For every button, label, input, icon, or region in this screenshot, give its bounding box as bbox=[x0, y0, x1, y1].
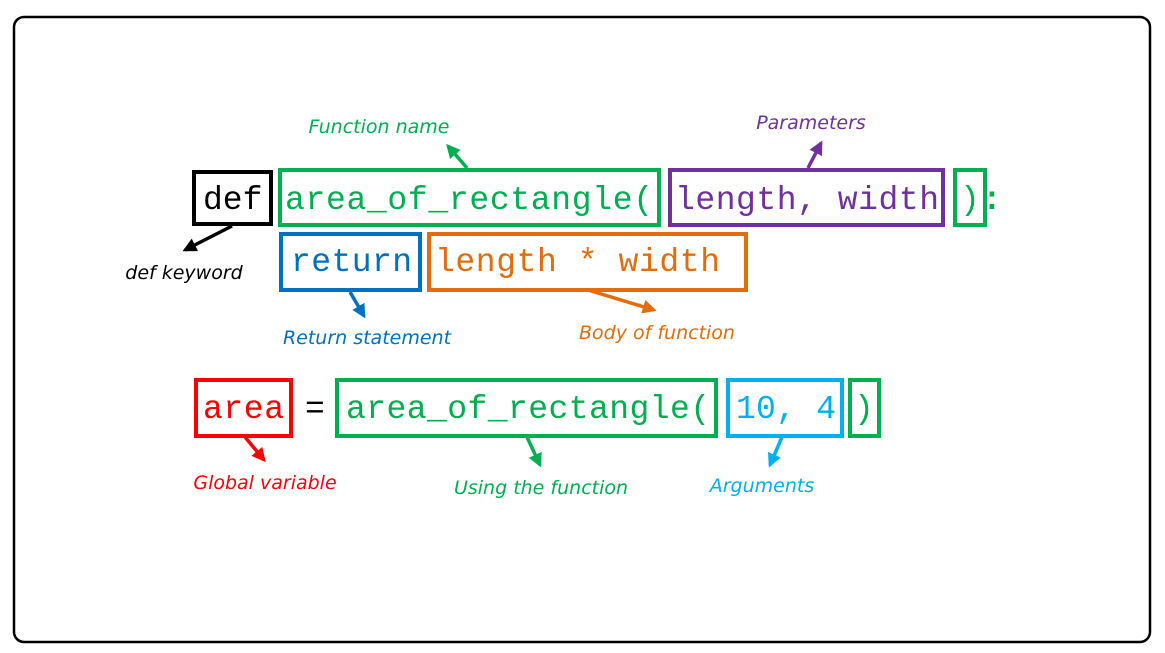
frame bbox=[12, 15, 1152, 644]
variable-box bbox=[194, 378, 293, 438]
call-box bbox=[335, 378, 718, 438]
label-using-function: Using the function bbox=[454, 477, 628, 499]
parameters-code: length, width bbox=[675, 182, 939, 219]
colon: : bbox=[982, 182, 1002, 219]
body-box bbox=[427, 232, 748, 292]
parameters-box bbox=[668, 168, 945, 227]
arrow-body bbox=[587, 288, 657, 314]
arrow-return bbox=[348, 291, 366, 319]
arguments-box bbox=[726, 378, 844, 438]
label-def-keyword: def keyword bbox=[125, 262, 243, 284]
arrow-arguments bbox=[767, 436, 784, 468]
label-return-statement: Return statement bbox=[283, 327, 453, 349]
def-keyword: def bbox=[203, 182, 262, 219]
call-close-paren-box bbox=[848, 378, 881, 438]
arrow-using bbox=[525, 436, 542, 468]
return-code: return bbox=[291, 244, 412, 281]
label-global-variable: Global variable bbox=[193, 472, 336, 494]
close-paren-box bbox=[953, 168, 987, 227]
call-close-paren: ) bbox=[854, 391, 874, 428]
arrow-function-name bbox=[446, 143, 469, 170]
arrow-parameters bbox=[806, 140, 823, 169]
function-name-code: area_of_rectangle( bbox=[285, 182, 653, 219]
equals-sign: = bbox=[305, 391, 325, 428]
close-paren: ) bbox=[960, 182, 980, 219]
function-name-box bbox=[278, 168, 661, 227]
label-parameters: Parameters bbox=[756, 112, 866, 134]
arrow-variable bbox=[243, 435, 266, 463]
label-body-of-function: Body of function bbox=[579, 322, 735, 344]
return-box bbox=[279, 232, 422, 292]
label-function-name: Function name bbox=[308, 116, 449, 138]
call-code: area_of_rectangle( bbox=[346, 391, 710, 428]
arguments-code: 10, 4 bbox=[736, 391, 836, 428]
variable-code: area bbox=[203, 391, 284, 428]
label-arguments: Arguments bbox=[708, 475, 815, 497]
body-code: length * width bbox=[435, 244, 720, 281]
def-box bbox=[192, 170, 273, 226]
arrow-def bbox=[182, 224, 233, 252]
